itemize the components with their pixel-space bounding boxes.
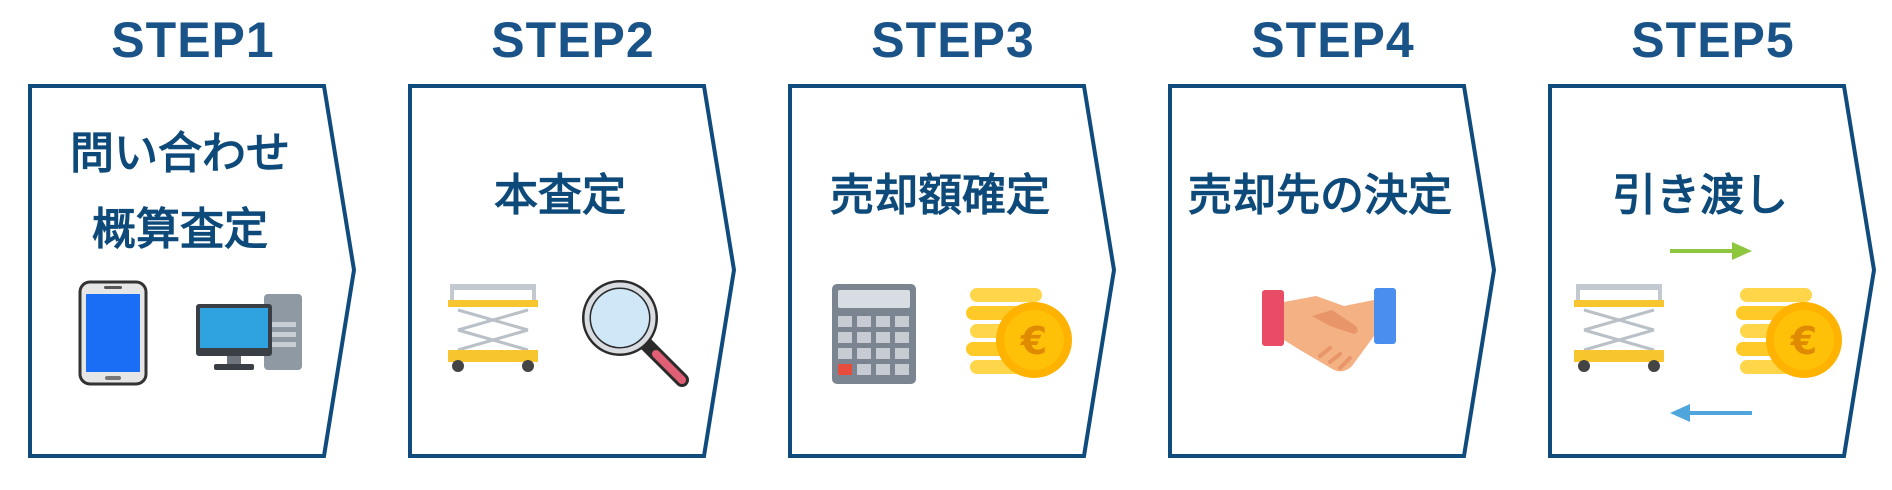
step-title-line-1: 問い合わせ [70,128,290,179]
step-arrow-box [788,84,1117,458]
step-3: STEP3 売却額確定 € [788,0,1118,490]
step-title-line-2: 概算査定 [92,204,268,255]
desktop-computer-icon [196,294,302,370]
coins-icon: € [966,288,1072,378]
step-title: 売却額確定 [830,170,1050,221]
step-title: 引き渡し [1612,170,1788,221]
step-label: STEP3 [871,12,1035,68]
step-1: STEP1 問い合わせ 概算査定 [28,0,358,490]
handshake-icon [1262,288,1396,372]
step-label: STEP2 [491,12,655,68]
smartphone-icon [78,280,148,386]
magnifying-glass-icon [582,280,689,387]
step-title: 売却先の決定 [1188,170,1452,221]
step-label: STEP4 [1251,12,1415,68]
step-label: STEP5 [1631,12,1795,68]
svg-text:€: € [1790,319,1817,363]
scissor-lift-icon [448,284,538,372]
step-arrow-box [1168,84,1497,458]
scissor-lift-icon [1574,284,1664,372]
calculator-icon [832,284,916,384]
step-arrow-box [408,84,737,458]
coins-icon: € [1736,288,1842,378]
step-4: STEP4 売却先の決定 [1168,0,1498,490]
svg-text:€: € [1020,319,1047,363]
arrow-left-icon [1670,404,1752,422]
step-title: 本査定 [494,170,626,221]
step-label: STEP1 [111,12,275,68]
step-2: STEP2 本査定 [408,0,738,490]
arrow-right-icon [1670,242,1752,260]
step-5: STEP5 引き渡し € [1548,0,1878,490]
